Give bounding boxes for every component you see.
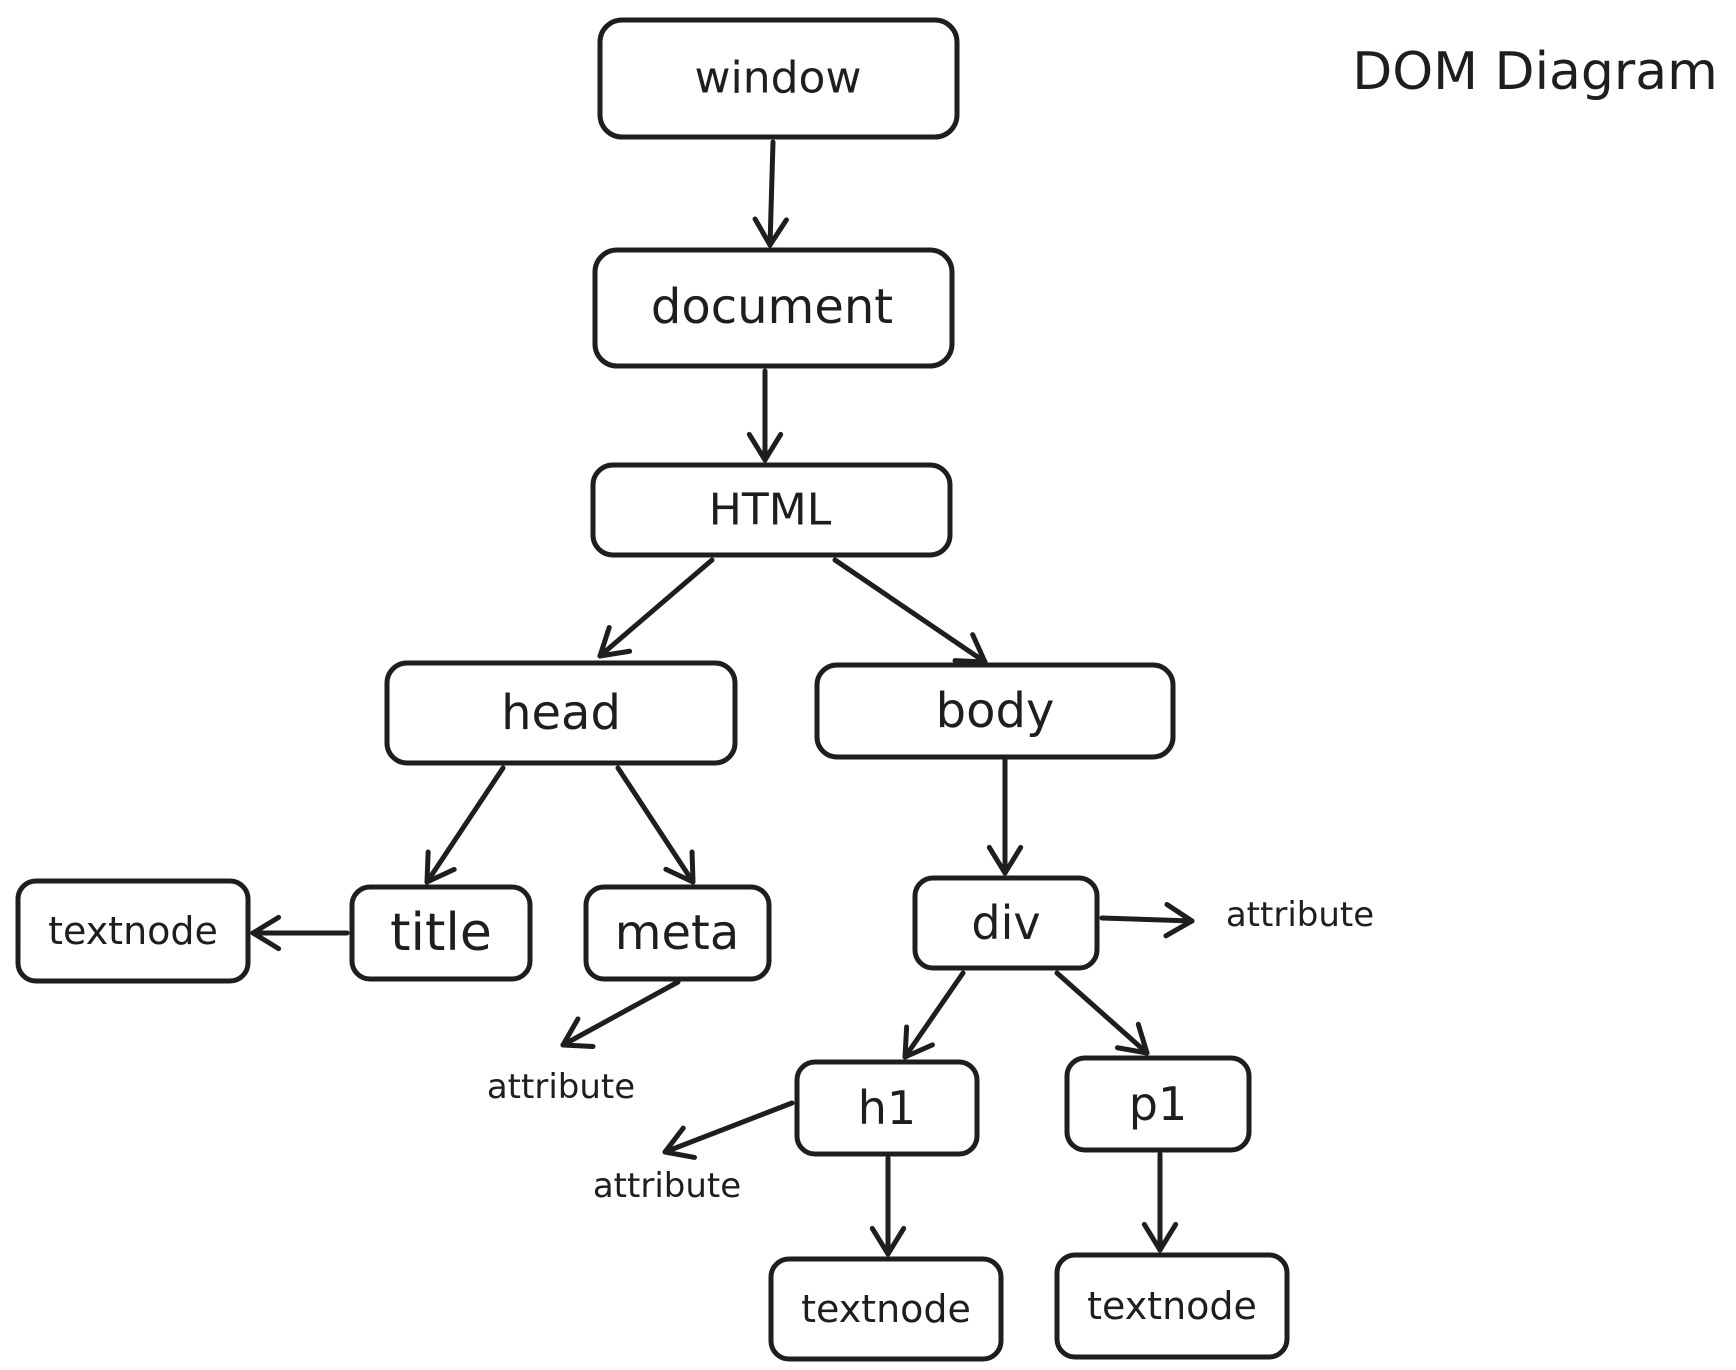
edge-line [902, 970, 966, 1060]
arrowhead-icon [662, 1125, 698, 1160]
edge-head-to-meta [615, 765, 696, 885]
node-head-label: head [501, 685, 621, 741]
node-body-label: body [936, 683, 1055, 739]
node-document-label: document [651, 279, 893, 335]
edge-line [1099, 915, 1195, 924]
node-head[interactable]: head [384, 660, 738, 766]
edge-line [597, 557, 715, 659]
edge-h1-to-attr-h1 [662, 1100, 795, 1160]
node-title-label: title [390, 903, 492, 963]
attribute-label-div: attribute [1226, 895, 1374, 935]
node-div[interactable]: div [912, 875, 1100, 971]
diagram-title: DOM Diagram [1352, 42, 1718, 102]
edge-html-to-head [597, 557, 715, 659]
node-textnode-p1-label: textnode [1087, 1284, 1257, 1328]
edge-html-to-body [832, 557, 988, 665]
edge-meta-to-attr-meta [560, 979, 681, 1049]
edge-window-to-document [752, 139, 789, 248]
attribute-label-meta: attribute [487, 1067, 635, 1107]
node-textnode-h1[interactable]: textnode [768, 1256, 1004, 1362]
node-p1[interactable]: p1 [1064, 1055, 1252, 1153]
arrowhead-icon [560, 1016, 596, 1049]
edge-line [560, 979, 681, 1048]
edge-document-to-html [746, 368, 784, 463]
edge-line [767, 139, 776, 248]
arrowhead-icon [752, 216, 789, 248]
edges-layer [250, 139, 1195, 1257]
arrowhead-icon [663, 849, 696, 885]
arrowhead-icon [597, 624, 633, 659]
node-meta-label: meta [615, 905, 740, 961]
arrowhead-icon [1141, 1221, 1179, 1253]
node-document[interactable]: document [592, 247, 955, 369]
node-html[interactable]: HTML [590, 462, 953, 558]
arrowhead-icon [1114, 1021, 1150, 1056]
node-meta[interactable]: meta [583, 884, 772, 982]
arrowhead-icon [746, 431, 784, 463]
arrowhead-icon [250, 914, 282, 952]
edge-div-to-attr-div [1099, 901, 1195, 939]
arrowhead-icon [1163, 901, 1195, 939]
node-p1-label: p1 [1129, 1077, 1187, 1131]
node-div-label: div [971, 896, 1040, 950]
arrowhead-icon [869, 1225, 907, 1257]
node-h1[interactable]: h1 [794, 1059, 980, 1157]
edge-div-to-h1 [902, 970, 966, 1060]
arrowhead-icon [952, 632, 988, 665]
edge-line [424, 765, 506, 885]
edge-title-tag-to-textnode-title [250, 914, 350, 952]
arrowhead-icon [424, 849, 457, 885]
edge-line [832, 557, 988, 665]
node-window[interactable]: window [597, 17, 960, 140]
node-window-label: window [695, 53, 862, 104]
node-body[interactable]: body [814, 662, 1176, 760]
attribute-label-h1: attribute [593, 1166, 741, 1206]
arrowhead-icon [902, 1024, 935, 1060]
node-textnode-title-label: textnode [48, 909, 218, 953]
node-h1-label: h1 [858, 1081, 916, 1135]
edge-line [1054, 970, 1150, 1056]
edge-line [615, 765, 696, 885]
edge-div-to-p1 [1054, 970, 1150, 1056]
edge-p1-to-textnode-p1 [1141, 1151, 1179, 1253]
node-textnode-h1-label: textnode [801, 1287, 971, 1331]
edge-h1-to-textnode-h1 [869, 1155, 907, 1257]
edge-line [662, 1100, 795, 1155]
edge-body-to-div [986, 757, 1024, 876]
node-html-label: HTML [709, 485, 832, 536]
edge-head-to-title-tag [424, 765, 506, 885]
node-textnode-p1[interactable]: textnode [1054, 1252, 1290, 1360]
arrowhead-icon [986, 844, 1024, 876]
node-title[interactable]: title [349, 884, 533, 982]
node-textnode-title[interactable]: textnode [15, 878, 251, 984]
